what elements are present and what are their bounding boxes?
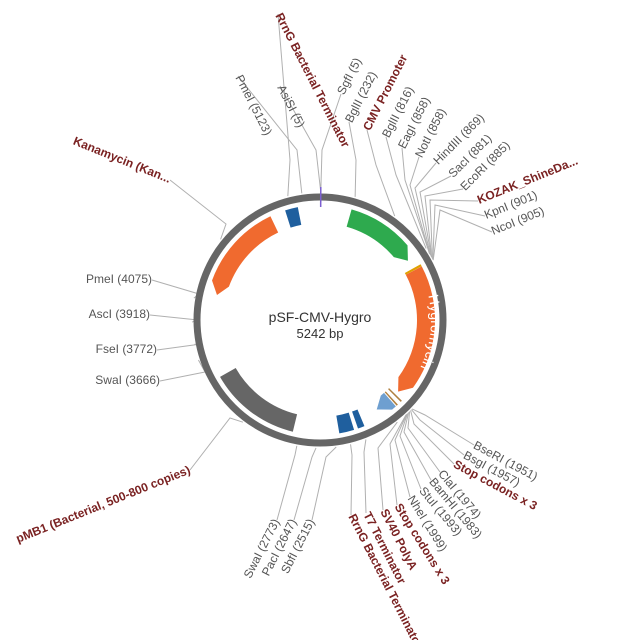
- leader-line-pmei2: [151, 279, 201, 299]
- leader-line-asci: [149, 314, 199, 323]
- site-label-fsei: FseI (3772): [96, 342, 157, 356]
- leader-line-cmv: [366, 129, 396, 217]
- leader-line-bsgi: [411, 409, 465, 456]
- leader-line-sgfi: [320, 93, 342, 193]
- feature-sv40: [376, 392, 396, 410]
- leader-line-kozak: [429, 199, 479, 259]
- leader-line-swai2: [159, 359, 206, 382]
- leader-line-bamhi: [403, 412, 432, 481]
- leader-line-hindiii: [414, 162, 437, 256]
- leader-lines: [149, 13, 493, 521]
- leader-line-rrng1: [277, 13, 291, 197]
- leader-line-clai: [407, 411, 441, 473]
- feature-kozak: [404, 264, 422, 275]
- leader-line-ncoi: [432, 209, 493, 261]
- leader-line-pmei1: [237, 75, 303, 194]
- feature-rrng1: [285, 207, 302, 228]
- leader-line-asisi: [279, 85, 322, 193]
- site-label-asisi: AsiSI (5): [275, 82, 308, 129]
- leader-line-swai1: [276, 445, 298, 521]
- leader-line-sv40: [377, 421, 398, 511]
- leader-line-rrng2: [350, 444, 353, 516]
- feature-pmb1: [220, 367, 298, 432]
- leader-line-stui: [399, 413, 422, 490]
- leader-line-kan: [169, 179, 227, 240]
- feature-t7term: [352, 409, 365, 429]
- feature-hygro: [398, 266, 436, 392]
- leader-line-pmb1: [189, 417, 244, 471]
- feature-stop2: [384, 391, 398, 406]
- leader-line-eagi: [401, 147, 431, 255]
- leader-line-sbfi: [311, 446, 337, 521]
- site-label-asci: AscI (3918): [89, 307, 150, 321]
- feature-kan: [212, 216, 279, 296]
- leader-line-t7term: [363, 439, 367, 514]
- leader-line-bglii2: [385, 136, 427, 249]
- leader-line-noti: [409, 156, 431, 255]
- feature-label-kan: Kanamycin (Kan...: [71, 134, 173, 186]
- site-label-pmei2: PmeI (4075): [86, 272, 152, 286]
- leader-line-bglii1: [348, 121, 357, 197]
- leader-line-stop2: [389, 414, 407, 506]
- leader-line-kpni: [432, 204, 486, 260]
- feature-rrng2: [336, 412, 355, 434]
- leader-line-stop1: [410, 410, 455, 465]
- leader-line-saci: [419, 175, 452, 258]
- feature-label-pmb1: pMB1 (Bacterial, 500-800 copies): [14, 463, 192, 546]
- plasmid-name: pSF-CMV-Hygro: [269, 309, 372, 325]
- site-label-pmei1: PmeI (5123): [233, 72, 275, 137]
- feature-cmv: [346, 209, 408, 261]
- feature-stop1: [388, 388, 402, 402]
- leader-line-fsei: [156, 343, 202, 351]
- leader-line-nhei: [394, 413, 411, 498]
- leader-line-bseri: [411, 408, 475, 446]
- leader-line-paci: [293, 447, 317, 521]
- leader-line-ecori: [424, 188, 464, 258]
- site-label-swai2: SwaI (3666): [95, 373, 160, 387]
- plasmid-size: 5242 bp: [297, 326, 344, 341]
